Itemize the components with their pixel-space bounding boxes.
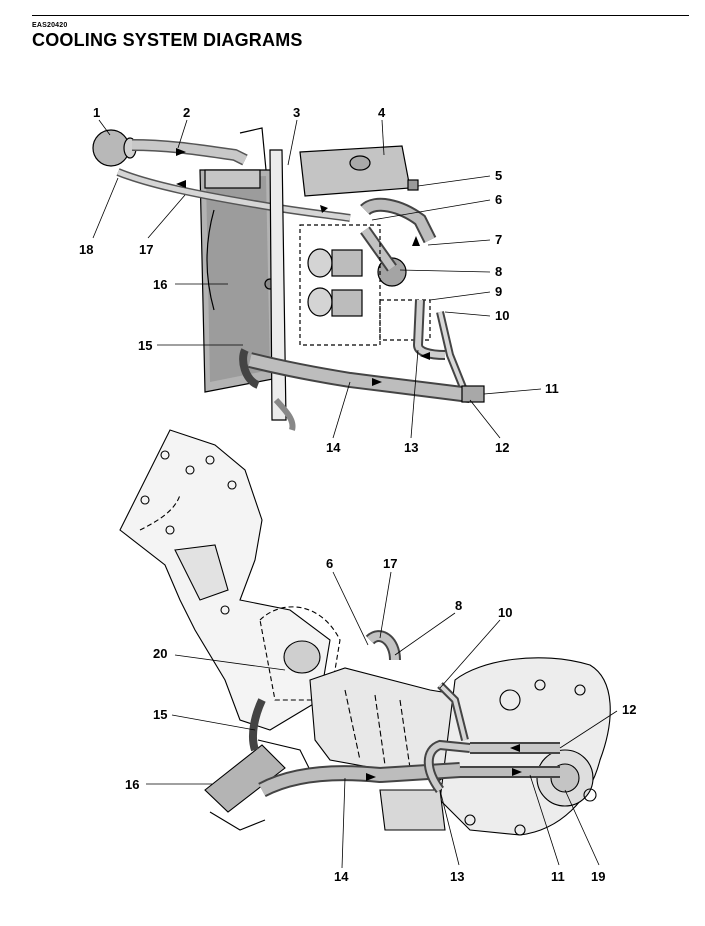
callout-8-lower: 8: [455, 598, 462, 613]
callout-13: 13: [404, 440, 418, 455]
throttle-body-2: [307, 287, 363, 317]
callout-16: 16: [153, 277, 167, 292]
throttle-body-1: [307, 248, 363, 278]
flow-arrows-lower: [366, 744, 522, 781]
radiator: [199, 127, 279, 393]
callout-4: 4: [378, 105, 386, 120]
lower-callouts: 6 17 8 10 20 12 15 16 14 13 11 19: [125, 556, 636, 884]
document-code: EAS20420: [32, 22, 68, 29]
callout-5: 5: [495, 168, 502, 183]
callout-10: 10: [495, 308, 509, 323]
callout-13-lower: 13: [450, 869, 464, 884]
callout-19-lower: 19: [591, 869, 605, 884]
callout-11-lower: 11: [551, 869, 565, 884]
callout-7: 7: [495, 232, 502, 247]
callout-6: 6: [495, 192, 502, 207]
callout-15-lower: 15: [153, 707, 167, 722]
callout-17: 17: [139, 242, 153, 257]
upper-leaders: [92, 119, 542, 439]
callout-20-lower: 20: [153, 646, 167, 661]
flow-arrows: [176, 148, 430, 386]
upper-diagram: [92, 127, 485, 431]
radiator-lower: [204, 739, 311, 831]
callout-8: 8: [495, 264, 502, 279]
page-title: COOLING SYSTEM DIAGRAMS: [32, 30, 303, 50]
lower-diagram: [119, 429, 611, 836]
header-rule: [32, 15, 689, 16]
lower-leaders: [146, 571, 618, 869]
radiator-cap: [92, 129, 137, 167]
callout-15: 15: [138, 338, 152, 353]
callout-14: 14: [326, 440, 341, 455]
thermostat-housing: [360, 197, 437, 287]
upper-callouts: 1 2 3 4 5 6 7 8 9 10 11 12 13 14 15 16 1…: [79, 105, 559, 455]
callout-9: 9: [495, 284, 502, 299]
callout-14-lower: 14: [334, 869, 349, 884]
throttle-assembly: [259, 606, 341, 701]
frame: [119, 429, 331, 731]
callout-12: 12: [495, 440, 509, 455]
callout-6-lower: 6: [326, 556, 333, 571]
callout-1: 1: [93, 105, 100, 120]
callout-11: 11: [545, 381, 559, 396]
callout-10-lower: 10: [498, 605, 512, 620]
callout-2: 2: [183, 105, 190, 120]
callout-12-lower: 12: [622, 702, 636, 717]
callout-16-lower: 16: [125, 777, 139, 792]
callout-18: 18: [79, 242, 93, 257]
coolant-reservoir: [299, 145, 419, 197]
throttle-bodies: [299, 224, 381, 346]
callout-17-lower: 17: [383, 556, 397, 571]
callout-3: 3: [293, 105, 300, 120]
